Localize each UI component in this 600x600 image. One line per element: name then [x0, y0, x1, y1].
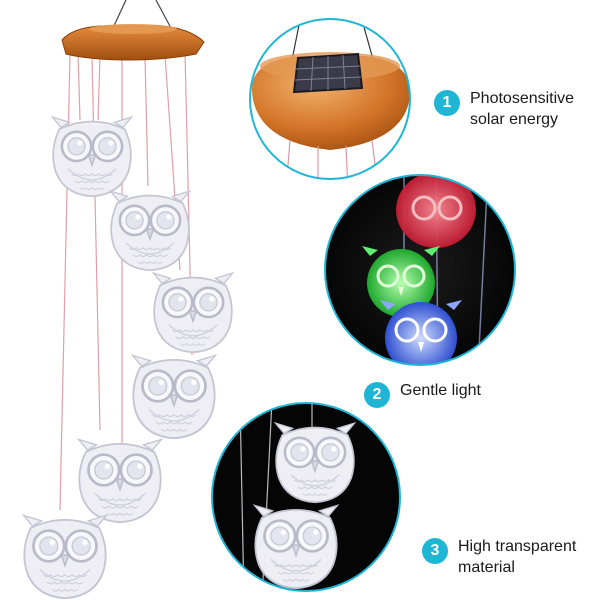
wind-chime [22, 0, 234, 600]
feature-2: 2 Gentle light [364, 380, 481, 408]
owl-3 [152, 271, 234, 354]
solar-panel-closeup [249, 18, 411, 180]
feature-1-number: 1 [434, 90, 460, 116]
hanging-wire-right [155, 0, 173, 31]
clear-owl-top [274, 421, 356, 504]
feature-2-number: 2 [364, 382, 390, 408]
circle-frame-3 [211, 402, 401, 592]
green-glow-owl [362, 246, 440, 317]
solar-cap [61, 25, 205, 61]
owl-6 [22, 513, 108, 600]
feature-3-text: High transparent material [458, 538, 577, 576]
circle-frame-2 [324, 174, 516, 366]
clear-owl-bottom [253, 503, 339, 590]
solar-cells [292, 52, 364, 94]
owl-4 [131, 353, 217, 440]
owl-2 [109, 189, 191, 272]
feature-1: 1 Photosensitive solar energy [434, 88, 574, 130]
feature-1-text: Photosensitive solar energy [470, 90, 575, 128]
transparent-material-closeup [211, 402, 401, 592]
owl-1 [51, 115, 133, 198]
owl-5 [77, 437, 163, 524]
circle-frame-1 [249, 18, 411, 180]
gentle-light-closeup [324, 174, 516, 366]
red-glow-owl [396, 175, 476, 248]
feature-3-number: 3 [422, 538, 448, 564]
feature-2-text: Gentle light [400, 382, 481, 399]
feature-3: 3 High transparent material [422, 536, 576, 578]
blue-glow-owl [380, 300, 462, 365]
